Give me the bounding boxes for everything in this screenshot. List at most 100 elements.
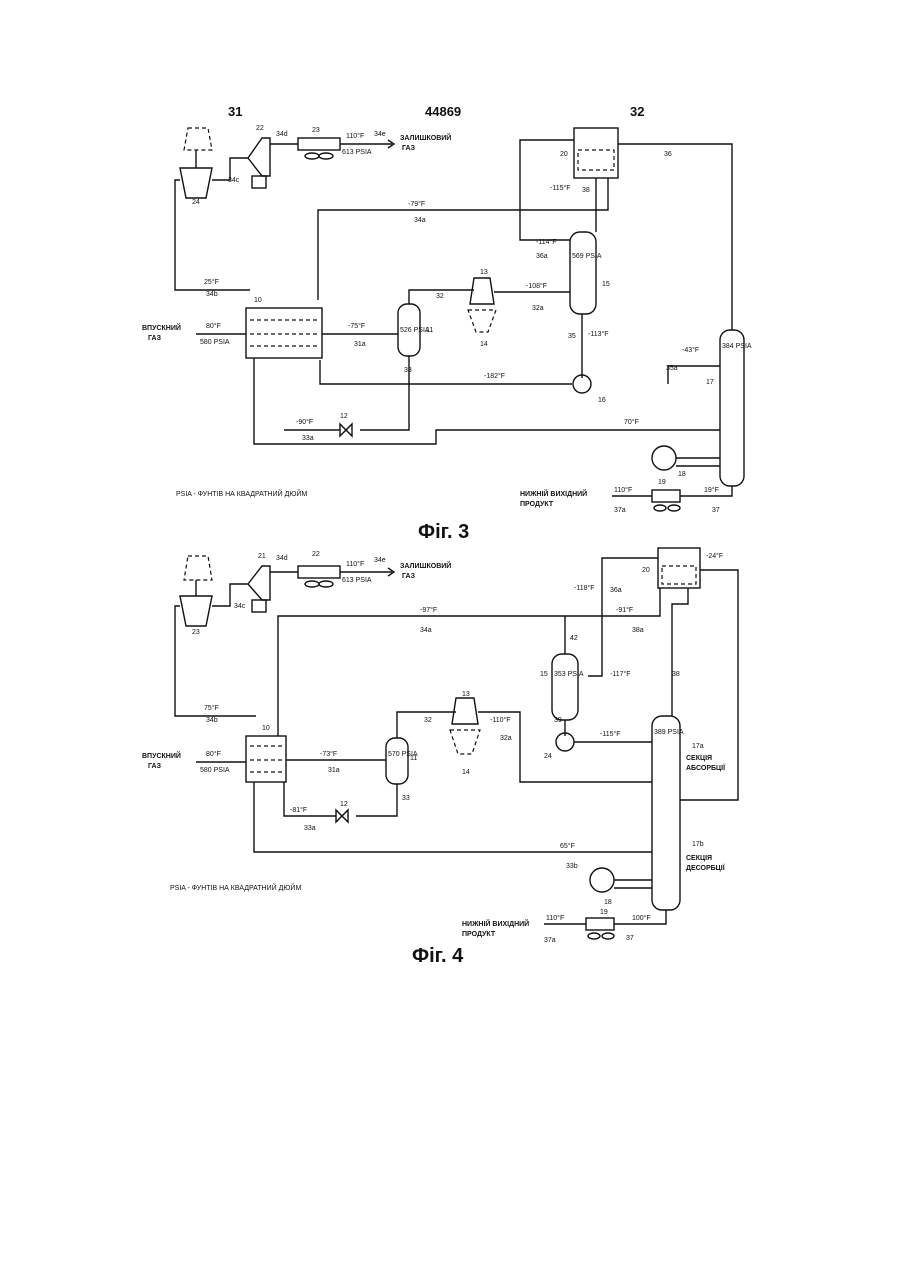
fig4-stream-39: 39 xyxy=(554,717,562,724)
fig4-stream-32: 32 xyxy=(424,717,432,724)
fig4-absorb-label-2: АБСОРБЦІЇ xyxy=(686,764,726,772)
fig4-bottom-label-1: НИЖНІЙ ВИХІДНИЙ xyxy=(462,919,529,928)
fig4-stream-38a: 38a xyxy=(632,627,644,634)
reboiler-18 xyxy=(652,446,676,470)
fig4-note: PSIA - ФУНТІВ НА КВАДРАТНИЙ ДЮЙМ xyxy=(170,883,301,892)
fig4-unit-15: 15 xyxy=(540,671,548,678)
fig3-temp-6: -182°F xyxy=(484,372,505,380)
fig3-unit-19: 19 xyxy=(658,479,666,486)
stream-36 xyxy=(618,144,732,330)
valve-12 xyxy=(340,424,352,436)
cooler-19 xyxy=(652,490,680,502)
fig4-temp-1: -91°F xyxy=(616,606,633,614)
fig4-unit-24: 24 xyxy=(544,753,552,760)
cooler-23-f4 xyxy=(298,566,340,578)
fig4-desorb-label-2: ДЕСОРБЦІЇ xyxy=(686,864,726,872)
fig4-unit-19: 19 xyxy=(600,909,608,916)
stream-36a xyxy=(320,360,572,384)
fig3-temp-1: -75°F xyxy=(348,322,365,330)
fig3-temp-3: -114°F xyxy=(536,238,557,246)
fig3-unit-20: 20 xyxy=(560,151,568,158)
fig4-stream-34d: 34d xyxy=(276,555,288,562)
fig4-stream-33b: 33b xyxy=(566,863,578,870)
tower-17 xyxy=(720,330,744,486)
heat-exchanger-10-f4 xyxy=(246,736,286,782)
fig4-unit-11: 11 xyxy=(410,755,417,762)
fig4-unit-17b: 17b xyxy=(692,841,704,848)
fig3-inlet-temp: 80°F xyxy=(206,322,221,330)
fig4-temp-2: -118°F xyxy=(574,584,595,592)
fig4-temp-0: -97°F xyxy=(420,606,437,614)
fig4-unit-13: 13 xyxy=(462,691,470,698)
fig4-stream-33a: 33a xyxy=(304,825,316,832)
fig4-residue-label-1: ЗАЛИШКОВИЙ xyxy=(400,561,451,570)
fig3-temp-10: 25°F xyxy=(204,278,219,286)
fig4-inlet-label-1: ВПУСКНИЙ xyxy=(142,751,181,760)
fig3-unit-18: 18 xyxy=(678,471,686,478)
fig3-stream-34a: 34a xyxy=(414,217,426,224)
fig4-inlet-temp: 80°F xyxy=(206,750,221,758)
fig3-stream-34c: 34c xyxy=(228,177,240,184)
fig4-temp-10: 75°F xyxy=(204,704,219,712)
fig4-drum-press: 353 PSIA xyxy=(554,671,584,678)
fig3-stream-33: 33 xyxy=(404,367,412,374)
fig4-absorb-label-1: СЕКЦІЯ xyxy=(686,755,712,762)
fig4-unit-23: 23 xyxy=(192,629,200,636)
fig4-unit-20: 20 xyxy=(642,567,650,574)
reflux-drum-20-f4 xyxy=(658,548,700,588)
fig4-stream-36a: 36a xyxy=(610,587,622,594)
fig3-stream-34e: 34e xyxy=(374,131,386,138)
fig3-stream-31a: 31a xyxy=(354,341,366,348)
fig3-stream-36a: 36a xyxy=(536,253,548,260)
fig3-inlet-press: 580 PSIA xyxy=(200,339,230,346)
fig3-temp-8: 70°F xyxy=(624,418,639,426)
fig4-bottom-temp: 110°F xyxy=(546,914,564,922)
fig3-bottom-label-2: ПРОДУКТ xyxy=(520,501,554,508)
fig3-residue-label-1: ЗАЛИШКОВИЙ xyxy=(400,133,451,142)
fig3-unit-10: 10 xyxy=(254,297,262,304)
compressor-22-f4 xyxy=(248,566,270,600)
driver-22 xyxy=(252,176,266,188)
fig4-reboiler-out-temp: 100°F xyxy=(632,914,651,922)
fig4-inlet-label-2: ГАЗ xyxy=(148,763,162,770)
fig4-residue-label-2: ГАЗ xyxy=(402,573,416,580)
fig3-stream-34b: 34b xyxy=(206,291,218,298)
fig3-unit-23: 23 xyxy=(312,127,320,134)
fig4-stream-34a: 34a xyxy=(420,627,432,634)
fig3-stream-34d: 34d xyxy=(276,131,288,138)
fig4-caption: Фіг. 4 xyxy=(412,945,464,967)
fig3-stream-36: 36 xyxy=(664,151,672,158)
fig4-stream-37a: 37a xyxy=(544,937,556,944)
fig3-unit-17: 17 xyxy=(706,379,714,386)
reboiler-18-f4 xyxy=(590,868,614,892)
fig3-unit-15: 15 xyxy=(602,281,610,288)
fig4-unit-21: 21 xyxy=(258,553,266,560)
fig4-unit-12: 12 xyxy=(340,801,348,808)
tower-17-f4 xyxy=(652,716,680,910)
fig3-residue-temp: 110°F xyxy=(346,132,364,140)
fig4-desorb-label-1: СЕКЦІЯ xyxy=(686,855,712,862)
fig3-temp-4: -108°F xyxy=(526,282,547,290)
expander-24-dashed xyxy=(184,128,212,150)
fig4-stream-37: 37 xyxy=(626,935,634,942)
fig4-temp-7: -117°F xyxy=(610,670,631,678)
fig3-temp-5: -113°F xyxy=(588,330,609,338)
cooler-19-f4 xyxy=(586,918,614,930)
fig3-stream-35a: 35a xyxy=(666,365,678,372)
fig4-stream-42: 42 xyxy=(570,635,578,642)
valve-12-f4 xyxy=(336,810,348,822)
separator-11-f4 xyxy=(386,738,408,784)
fig3-bottom-temp: 110°F xyxy=(614,486,632,494)
fig4-stream-31a: 31a xyxy=(328,767,340,774)
fig4-unit-18: 18 xyxy=(604,899,612,906)
expander-24 xyxy=(180,168,212,198)
fig4-unit-17a: 17a xyxy=(692,743,704,750)
fig4-temp-6: -115°F xyxy=(600,730,621,738)
fig4-unit-10: 10 xyxy=(262,725,270,732)
fig3-unit-12: 12 xyxy=(340,413,348,420)
fig3-caption: Фіг. 3 xyxy=(418,521,469,543)
fig3-unit-11: 11 xyxy=(426,327,433,334)
fig4-inlet-press: 580 PSIA xyxy=(200,767,230,774)
fig3-temp-7: -90°F xyxy=(296,418,313,426)
